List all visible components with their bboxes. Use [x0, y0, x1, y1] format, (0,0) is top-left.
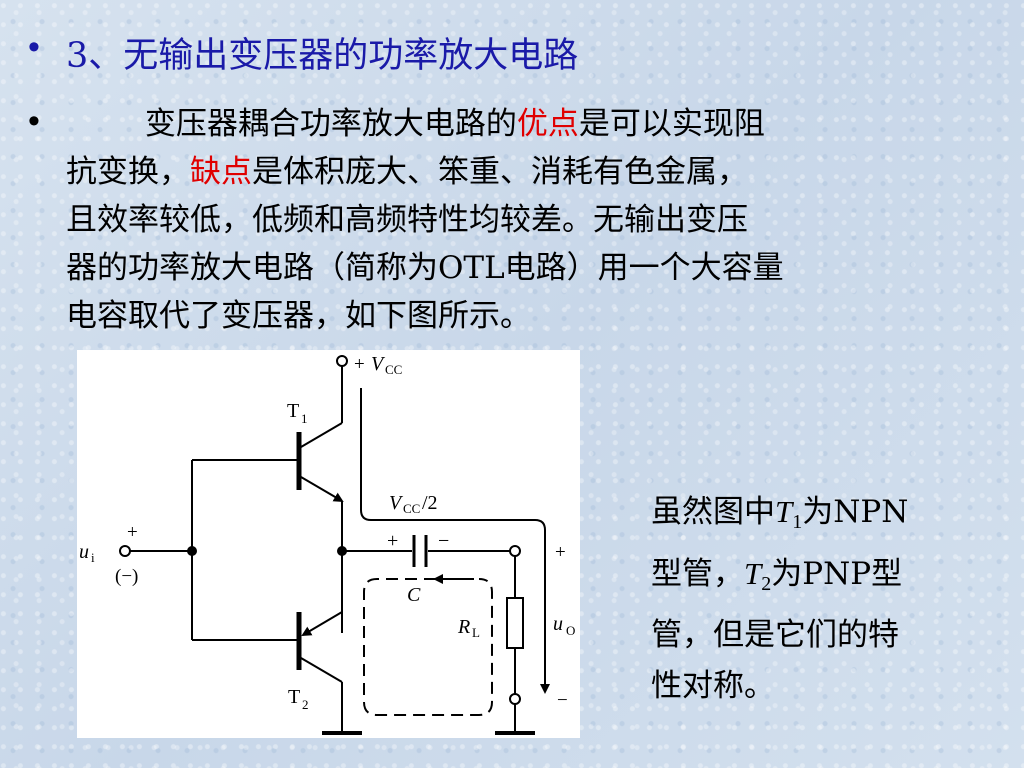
half-vcc-label: V: [389, 492, 404, 514]
ui-plus-sign: +: [127, 522, 138, 543]
input-terminal: [119, 545, 131, 557]
ui-paren-minus: (−): [115, 566, 138, 587]
disadvantage-highlight: 缺点: [190, 154, 252, 190]
t2-label: T: [288, 686, 300, 708]
body-line-4: 器的功率放大电路（简称为OTL电路）用一个大容量: [66, 250, 784, 286]
text-segment: 是可以实现阻: [578, 106, 765, 142]
vcc-plus-sign: +: [354, 354, 365, 375]
circuit-diagram: + V CC T 1 T 2 V CC /2 + − C u i + (−) +…: [79, 353, 575, 735]
note-line-2: 型管，T2为PNP型: [651, 548, 971, 610]
junction-input: [187, 546, 197, 556]
out-plus-sign: +: [555, 542, 566, 563]
rl-label: R: [457, 616, 470, 638]
title-bullet: •: [28, 28, 40, 66]
out-minus-sign: −: [557, 690, 568, 711]
slide-title: 3、无输出变压器的功率放大电路: [66, 36, 579, 76]
text-segment: 为PNP型: [771, 556, 903, 592]
half-vcc-suffix: /2: [422, 492, 438, 514]
output-terminal-minus: [509, 693, 521, 705]
vcc-sub: CC: [385, 362, 402, 377]
charging-current-arrow: [360, 388, 550, 694]
half-vcc-sub: CC: [403, 501, 420, 516]
t2-emitter: [301, 611, 343, 637]
rl-sub: L: [472, 625, 480, 640]
text-segment: 型管，: [651, 556, 744, 592]
t2-symbol: T: [744, 556, 762, 591]
note-line-1: 虽然图中T1为NPN: [651, 486, 971, 548]
text-segment: 是体积庞大、笨重、消耗有色金属，: [252, 154, 748, 190]
t2-sub: 2: [302, 697, 309, 712]
uo-label: u: [553, 613, 563, 635]
output-terminal-plus: [509, 545, 521, 557]
t1-label: T: [287, 400, 299, 422]
t1-emitter: [300, 476, 344, 503]
text-segment: 为NPN: [802, 494, 909, 530]
text-segment: 抗变换，: [66, 154, 190, 190]
note-line-3: 管，但是它们的特: [651, 617, 899, 653]
cap-minus-sign: −: [438, 530, 449, 552]
otl-circuit-figure: + V CC T 1 T 2 V CC /2 + − C u i + (−) +…: [77, 350, 580, 738]
cap-label: C: [407, 584, 421, 606]
side-note: 虽然图中T1为NPN 型管，T2为PNP型 管，但是它们的特 性对称。: [651, 486, 971, 712]
ui-sub: i: [91, 550, 95, 565]
text-segment: 变压器耦合功率放大电路的: [144, 106, 517, 142]
discharge-loop: [363, 578, 493, 716]
t1-sub: 1: [301, 411, 308, 426]
t1-symbol-sub: 1: [792, 511, 803, 533]
t2-symbol-sub: 2: [761, 573, 772, 595]
load-resistor: [506, 597, 524, 649]
vcc-terminal: [336, 355, 348, 367]
advantage-highlight: 优点: [516, 106, 579, 142]
note-line-4: 性对称。: [651, 668, 775, 704]
uo-sub: O: [566, 623, 575, 638]
body-line-1: 变压器耦合功率放大电路的优点是可以实现阻: [66, 100, 996, 148]
vcc-label: V: [371, 353, 386, 375]
indent: [66, 106, 145, 142]
body-line-2: 抗变换，缺点是体积庞大、笨重、消耗有色金属，: [66, 148, 996, 196]
body-paragraph: 变压器耦合功率放大电路的优点是可以实现阻 抗变换，缺点是体积庞大、笨重、消耗有色…: [66, 100, 996, 340]
body-bullet: •: [28, 102, 40, 140]
cap-plus-sign: +: [387, 530, 398, 552]
junction-output: [337, 546, 347, 556]
ui-label: u: [79, 541, 89, 563]
body-line-5: 电容取代了变压器，如下图所示。: [66, 298, 531, 334]
text-segment: 虽然图中: [651, 494, 775, 530]
t1-symbol: T: [775, 494, 793, 529]
body-line-3: 且效率较低，低频和高频特性均较差。无输出变压: [66, 202, 748, 238]
